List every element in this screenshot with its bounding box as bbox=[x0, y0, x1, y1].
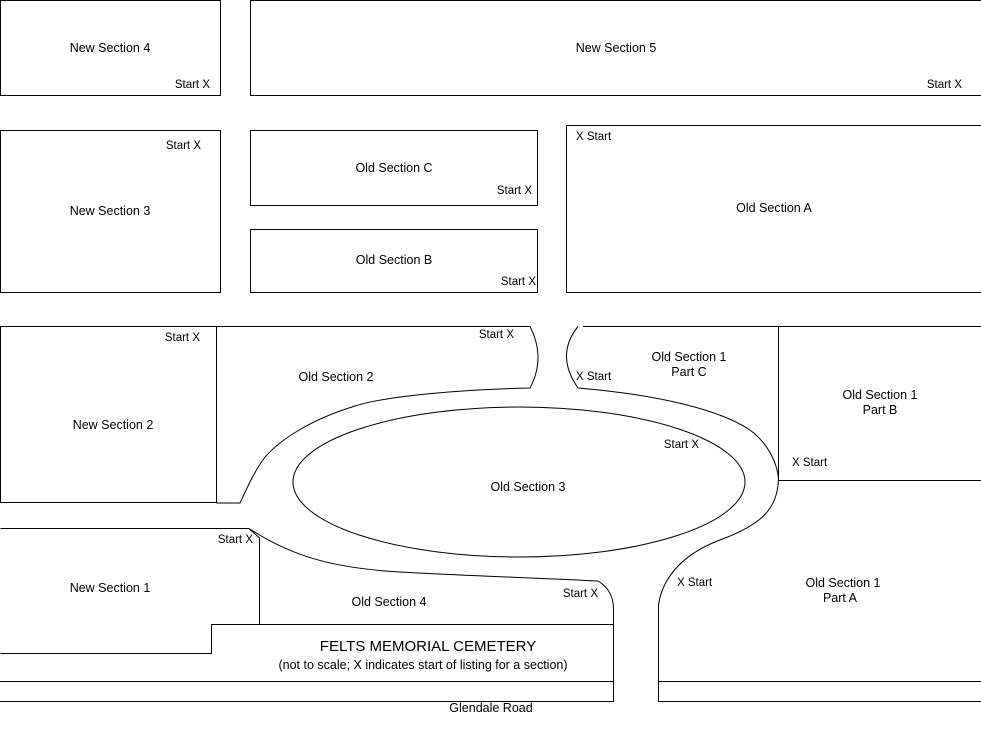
label-new-section-1: New Section 1 bbox=[70, 581, 151, 595]
marker-new-section-5: Start X bbox=[927, 79, 962, 91]
map-title: FELTS MEMORIAL CEMETERY bbox=[320, 638, 536, 655]
new-section-4-plot bbox=[0, 0, 221, 96]
label-old-section-c: Old Section C bbox=[355, 161, 432, 175]
label-old-section-1-part-c-line1: Old Section 1 bbox=[651, 350, 726, 364]
map-subtitle: (not to scale; X indicates start of list… bbox=[278, 658, 567, 672]
marker-old-section-2: Start X bbox=[479, 329, 514, 341]
old-section-4-outline bbox=[248, 528, 614, 702]
marker-old-section-a: X Start bbox=[576, 131, 612, 143]
old-section-2-outline bbox=[216, 326, 539, 504]
marker-new-section-1: Start X bbox=[218, 534, 253, 546]
label-new-section-5: New Section 5 bbox=[576, 41, 657, 55]
label-old-section-1-part-a-line2: Part A bbox=[823, 591, 858, 605]
marker-old-section-1-part-a: X Start bbox=[677, 577, 713, 589]
old-section-c-plot bbox=[250, 130, 538, 206]
label-new-section-3: New Section 3 bbox=[70, 204, 151, 218]
new-section-3-plot bbox=[0, 130, 221, 293]
label-old-section-1-part-c-line2: Part C bbox=[671, 365, 706, 379]
marker-new-section-2: Start X bbox=[165, 332, 200, 344]
label-new-section-4: New Section 4 bbox=[70, 41, 151, 55]
label-old-section-1-part-b-line2: Part B bbox=[863, 403, 898, 417]
marker-old-section-3: Start X bbox=[664, 439, 699, 451]
old-section-b-plot bbox=[250, 229, 538, 293]
marker-old-section-b: Start X bbox=[501, 276, 536, 288]
label-old-section-2: Old Section 2 bbox=[298, 370, 373, 384]
label-old-section-3: Old Section 3 bbox=[490, 480, 565, 494]
label-old-section-b: Old Section B bbox=[356, 253, 432, 267]
label-old-section-1-part-b-line1: Old Section 1 bbox=[842, 388, 917, 402]
road-label: Glendale Road bbox=[449, 701, 532, 715]
label-new-section-2: New Section 2 bbox=[73, 418, 154, 432]
label-old-section-1-part-a-line1: Old Section 1 bbox=[805, 576, 880, 590]
marker-old-section-1-part-c: X Start bbox=[576, 371, 612, 383]
old-section-3-oval bbox=[292, 406, 746, 558]
marker-new-section-3: Start X bbox=[166, 140, 201, 152]
new-section-2-plot bbox=[0, 326, 217, 503]
marker-old-section-c: Start X bbox=[497, 185, 532, 197]
marker-old-section-4: Start X bbox=[563, 588, 598, 600]
marker-old-section-1-part-b: X Start bbox=[792, 457, 828, 469]
old-section-1-part-a-outline bbox=[658, 477, 779, 702]
old-section-1-part-c-outline bbox=[566, 326, 779, 479]
label-old-section-4: Old Section 4 bbox=[351, 595, 426, 609]
marker-new-section-4: Start X bbox=[175, 79, 210, 91]
label-old-section-a: Old Section A bbox=[736, 201, 812, 215]
new-section-5-plot bbox=[250, 0, 981, 96]
old-section-a-plot bbox=[566, 125, 981, 293]
